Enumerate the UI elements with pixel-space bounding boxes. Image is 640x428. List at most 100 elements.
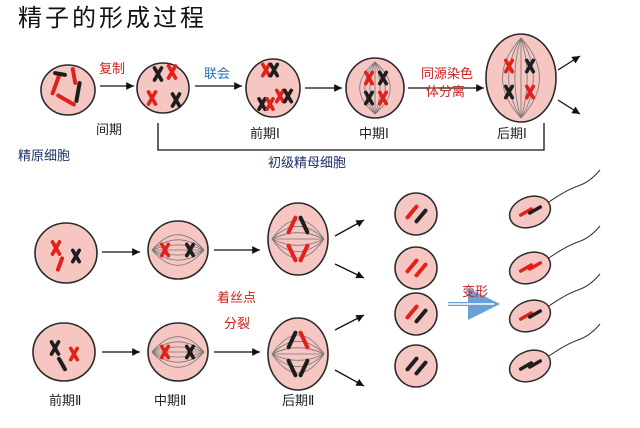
spindle-fiber	[271, 353, 325, 374]
chromosome	[503, 84, 515, 100]
cell-membrane	[394, 192, 438, 236]
cell-membrane	[32, 322, 96, 382]
label-spermatogonium: 精原细胞	[18, 149, 71, 164]
spindle-fiber	[151, 249, 205, 256]
cell-spermatogonium	[40, 64, 96, 116]
spindle-fiber	[151, 351, 205, 358]
spindle-fiber	[151, 351, 205, 368]
spindle-fiber	[151, 351, 205, 363]
cell-metaphase-2-top	[147, 220, 209, 280]
spindle-fiber	[151, 244, 205, 251]
chromosome	[405, 356, 419, 372]
cell-spermatid	[394, 246, 438, 290]
arrow-split-1	[334, 219, 365, 237]
chromosome	[377, 90, 389, 106]
sperm-tail	[545, 169, 601, 205]
spindle-fiber	[271, 232, 325, 240]
chromosome	[53, 71, 67, 77]
chromosome	[363, 90, 375, 106]
chromosome	[268, 62, 280, 78]
cell-membrane	[394, 344, 438, 388]
cell-spermatid	[394, 192, 438, 236]
sperm-tail	[545, 323, 601, 359]
chromosome	[146, 90, 158, 106]
spindle-fiber	[271, 219, 325, 240]
arrow-split-2	[334, 263, 365, 279]
chromosome	[524, 58, 536, 74]
cell-metaphase-2-bottom	[147, 322, 209, 382]
chromosome	[528, 359, 542, 369]
spindle-fiber	[271, 238, 325, 252]
label-centromere-2: 分裂	[224, 317, 251, 332]
arrow-division-down	[557, 99, 581, 115]
chromosome	[519, 263, 533, 273]
label-prophase-1: 前期Ⅰ	[250, 127, 280, 142]
spindle-fiber	[271, 238, 325, 259]
chromosome	[503, 58, 515, 74]
chromosome	[286, 358, 298, 378]
spindle-fiber	[151, 336, 205, 353]
label-centromere-1: 着丝点	[217, 291, 257, 306]
chromosome	[414, 308, 428, 324]
cell-replicated	[136, 62, 190, 114]
cell-prophase-2-top	[34, 222, 98, 284]
chromosome	[257, 97, 267, 111]
sperm-tail	[545, 225, 601, 261]
label-primary-spermatocyte: 初级精母细胞	[268, 156, 347, 171]
chromosome	[68, 346, 80, 362]
label-metaphase-1: 中期Ⅰ	[359, 127, 389, 142]
arrow-division-up	[557, 55, 581, 71]
chromosome	[414, 208, 428, 224]
spindle-fiber	[374, 61, 386, 115]
cell-spermatid	[394, 344, 438, 388]
spindle-fiber	[508, 37, 522, 119]
chromosome	[519, 361, 533, 371]
spindle-fiber	[502, 37, 522, 119]
spindle-fiber	[520, 37, 528, 119]
spindle-fiber	[520, 37, 540, 119]
spindle-fiber	[151, 249, 205, 266]
label-homolog-sep-1: 同源染色	[421, 67, 474, 82]
sperm-cell	[508, 169, 601, 229]
chromosome	[519, 207, 533, 217]
spindle-fiber	[271, 238, 325, 246]
chromosome	[405, 304, 419, 320]
cell-anaphase-2-top	[267, 202, 329, 276]
chromosome	[414, 360, 428, 376]
chromosome	[282, 88, 294, 104]
spindle-fiber	[369, 61, 376, 115]
chromosome	[363, 70, 375, 86]
sperm-cell	[508, 225, 601, 285]
chromosome	[524, 84, 536, 100]
chromosome	[260, 62, 272, 78]
chromosome	[286, 330, 298, 350]
arrow-split-3	[334, 314, 365, 331]
spindle-fiber	[514, 37, 522, 119]
label-metaphase-2: 中期Ⅱ	[154, 394, 187, 409]
chromosome	[70, 248, 82, 264]
spindle-fiber	[520, 37, 534, 119]
chromosome	[74, 81, 82, 103]
chromosome	[298, 243, 310, 263]
spindle-fiber	[151, 234, 205, 251]
cell-anaphase-2-bottom	[267, 317, 329, 391]
spindle-fiber	[151, 249, 205, 261]
spindle-fiber	[271, 341, 325, 355]
chromosome	[57, 356, 67, 372]
chromosome	[159, 344, 171, 360]
chromosome	[286, 215, 298, 235]
cell-prophase-1	[245, 58, 301, 118]
cell-spermatid	[394, 292, 438, 336]
chromosome	[519, 311, 533, 321]
label-prophase-2: 前期Ⅱ	[49, 394, 82, 409]
chromosome	[377, 70, 389, 86]
spindle-fiber	[151, 341, 205, 353]
chromosome	[298, 330, 310, 350]
spindle-fiber	[374, 61, 381, 115]
cell-membrane	[34, 222, 98, 284]
label-synapsis: 联会	[204, 67, 231, 82]
chromosome	[286, 243, 298, 263]
spindle-fiber	[359, 61, 376, 115]
chromosome	[298, 215, 310, 235]
